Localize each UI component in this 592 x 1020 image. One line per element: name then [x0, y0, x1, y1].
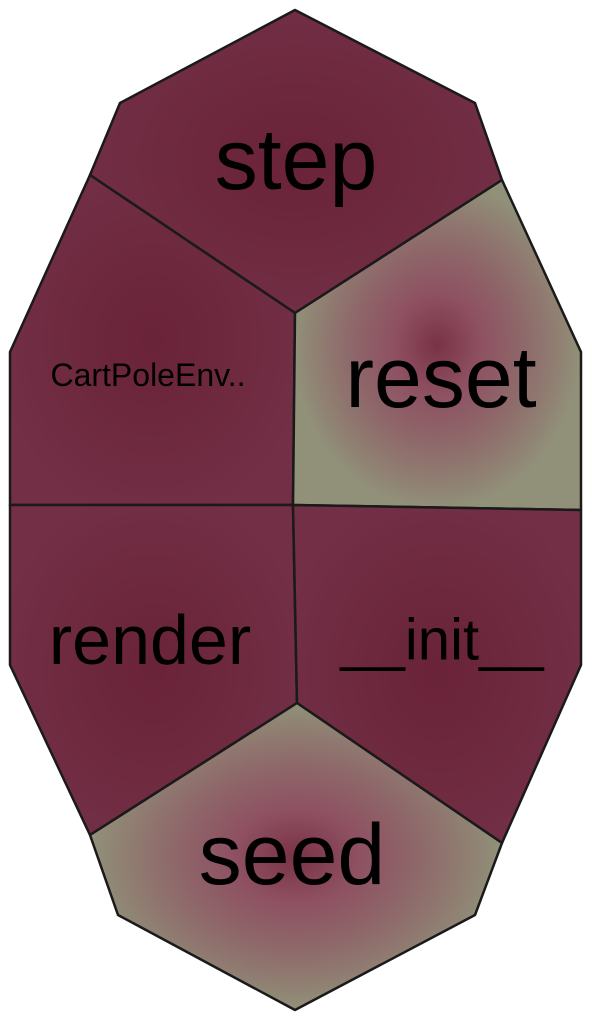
- cell-reset-shape[interactable]: [291, 178, 583, 512]
- cell-seed-shape[interactable]: [88, 701, 504, 1012]
- cell-init-shape[interactable]: [291, 503, 583, 845]
- cell-layer: step CartPoleEnv.. reset render __init__…: [8, 8, 583, 1012]
